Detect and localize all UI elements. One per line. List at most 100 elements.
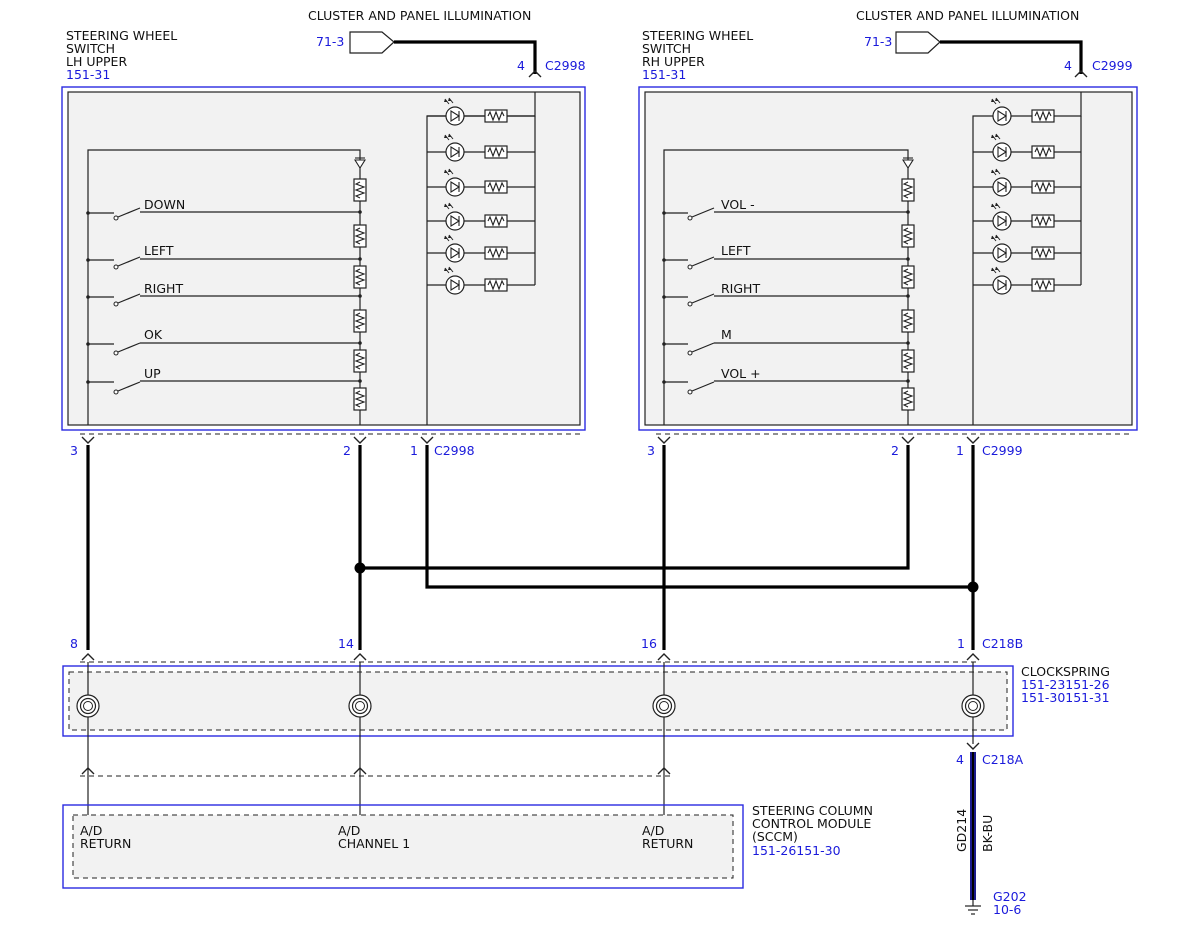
lh-button-row-left xyxy=(86,256,362,270)
rh-button-label-vol-minus: VOL - xyxy=(721,197,755,212)
left-illum-label: CLUSTER AND PANEL ILLUMINATION xyxy=(308,8,531,23)
clockspring-ring-1-icon xyxy=(76,694,100,718)
lh-switch-outline xyxy=(61,86,586,431)
svg-text:CONTROL MODULE: CONTROL MODULE xyxy=(752,816,871,831)
rh-button-row-vol-plus xyxy=(662,379,910,395)
lh-resistor-1-icon xyxy=(353,178,367,202)
rh-top-connector[interactable]: C2999 xyxy=(1092,58,1133,73)
lh-diode-icon xyxy=(354,157,366,170)
lh-top-connector[interactable]: C2998 xyxy=(545,58,586,73)
rh-bottom-pin-2: 2 xyxy=(891,443,899,458)
rh-button-label-left: LEFT xyxy=(721,243,751,258)
sccm-terminal-1-line1: A/D xyxy=(80,823,102,838)
rh-pin-1-icon xyxy=(966,436,980,444)
lh-button-label-ok: OK xyxy=(144,327,163,342)
cs-pin-16-icon xyxy=(657,653,671,661)
lh-pin-1-icon xyxy=(420,436,434,444)
sccm-terminal-3-line2: RETURN xyxy=(642,836,693,851)
rh-bottom-pin-3: 3 xyxy=(647,443,655,458)
rh-button-label-right: RIGHT xyxy=(721,281,760,296)
rh-resistor-2-icon xyxy=(901,224,915,248)
lh-resistor-2-icon xyxy=(353,224,367,248)
right-illum-ref[interactable]: 71-3 xyxy=(864,34,892,49)
lh-button-label-up: UP xyxy=(144,366,161,381)
clockspring-bottom-connector[interactable]: C218A xyxy=(982,752,1024,767)
rh-switch-title: STEERING WHEEL SWITCH RH UPPER xyxy=(642,28,753,69)
clockspring-ring-2-icon xyxy=(348,694,372,718)
right-illum-wire xyxy=(940,40,1083,74)
ground-ref[interactable]: 10-6 xyxy=(993,902,1021,917)
rh-diode-icon xyxy=(902,157,914,170)
clockspring-ref-2[interactable]: 151-30151-31 xyxy=(1021,690,1110,705)
left-illum-wire xyxy=(394,40,537,74)
lh-button-row-down xyxy=(86,207,362,221)
rh-pin-2-icon xyxy=(901,436,915,444)
rh-pin-3-icon xyxy=(657,436,671,444)
rh-top-pin-number: 4 xyxy=(1064,58,1072,73)
sccm-terminal-2-line2: CHANNEL 1 xyxy=(338,836,410,851)
lh-resistor-3-icon xyxy=(353,265,367,289)
sccm-title: STEERING COLUMN CONTROL MODULE (SCCM) xyxy=(752,803,873,844)
cs-pin-8-icon xyxy=(81,653,95,661)
right-offpage-connector-icon xyxy=(895,31,941,54)
rh-led-bank xyxy=(972,92,1082,425)
left-illum-ref[interactable]: 71-3 xyxy=(316,34,344,49)
lh-button-row-right xyxy=(86,293,362,307)
splice-right-icon xyxy=(967,581,979,593)
lh-button-label-down: DOWN xyxy=(144,197,185,212)
svg-text:SWITCH: SWITCH xyxy=(642,41,691,56)
svg-text:STEERING COLUMN: STEERING COLUMN xyxy=(752,803,873,818)
lh-button-row-ok xyxy=(86,341,362,356)
lh-resistor-5-icon xyxy=(353,349,367,373)
svg-text:RH UPPER: RH UPPER xyxy=(642,54,705,69)
clockspring-outline xyxy=(62,665,1014,737)
svg-text:STEERING WHEEL: STEERING WHEEL xyxy=(642,28,753,43)
lh-button-row-up xyxy=(86,379,362,395)
lh-bottom-pin-3: 3 xyxy=(70,443,78,458)
lh-resistor-4-icon xyxy=(353,309,367,333)
lh-switch-ref[interactable]: 151-31 xyxy=(66,67,110,82)
lh-bottom-connector[interactable]: C2998 xyxy=(434,443,475,458)
ground-name[interactable]: G202 xyxy=(993,889,1027,904)
rh-resistor-6-icon xyxy=(901,387,915,411)
ground-symbol-icon xyxy=(965,900,981,915)
sccm-ref[interactable]: 151-26151-30 xyxy=(752,843,841,858)
svg-text:STEERING WHEEL: STEERING WHEEL xyxy=(66,28,177,43)
lh-pin-3-icon xyxy=(81,436,95,444)
clockspring-title: CLOCKSPRING xyxy=(1021,664,1110,679)
right-illum-label: CLUSTER AND PANEL ILLUMINATION xyxy=(856,8,1079,23)
clockspring-ref-1[interactable]: 151-23151-26 xyxy=(1021,677,1110,692)
sccm-terminal-1-line2: RETURN xyxy=(80,836,131,851)
sccm-terminal-3-line1: A/D xyxy=(642,823,664,838)
lh-switch-title: STEERING WHEEL SWITCH LH UPPER xyxy=(66,28,177,69)
sccm-outline xyxy=(62,804,744,889)
rh-bottom-pin-1: 1 xyxy=(956,443,964,458)
rh-button-row-m xyxy=(662,341,910,356)
svg-text:SWITCH: SWITCH xyxy=(66,41,115,56)
rh-button-label-m: M xyxy=(721,327,732,342)
rh-button-row-right xyxy=(662,293,910,307)
lh-pin-2-icon xyxy=(353,436,367,444)
clockspring-ring-3-icon xyxy=(652,694,676,718)
rh-bottom-connector[interactable]: C2999 xyxy=(982,443,1023,458)
clockspring-top-connector[interactable]: C218B xyxy=(982,636,1023,651)
lh-top-pin-number: 4 xyxy=(517,58,525,73)
rh-resistor-1-icon xyxy=(901,178,915,202)
rh-button-label-vol-plus: VOL + xyxy=(721,366,761,381)
clockspring-body xyxy=(68,671,1008,731)
ground-circuit-label: GD214 xyxy=(954,809,969,852)
splice-left-icon xyxy=(354,562,366,574)
rh-switch-outline xyxy=(638,86,1138,431)
sccm-body xyxy=(72,814,734,879)
rh-resistor-4-icon xyxy=(901,309,915,333)
lh-button-label-right: RIGHT xyxy=(144,281,183,296)
rh-button-row-vol-minus xyxy=(662,207,910,221)
lh-button-label-left: LEFT xyxy=(144,243,174,258)
lh-bottom-pin-1: 1 xyxy=(410,443,418,458)
ground-color-label: BK-BU xyxy=(980,815,995,852)
harness-wires xyxy=(86,445,975,650)
sccm-terminal-2-line1: A/D xyxy=(338,823,360,838)
rh-resistor-5-icon xyxy=(901,349,915,373)
rh-switch-ref[interactable]: 151-31 xyxy=(642,67,686,82)
clockspring-pin-8: 8 xyxy=(70,636,78,651)
